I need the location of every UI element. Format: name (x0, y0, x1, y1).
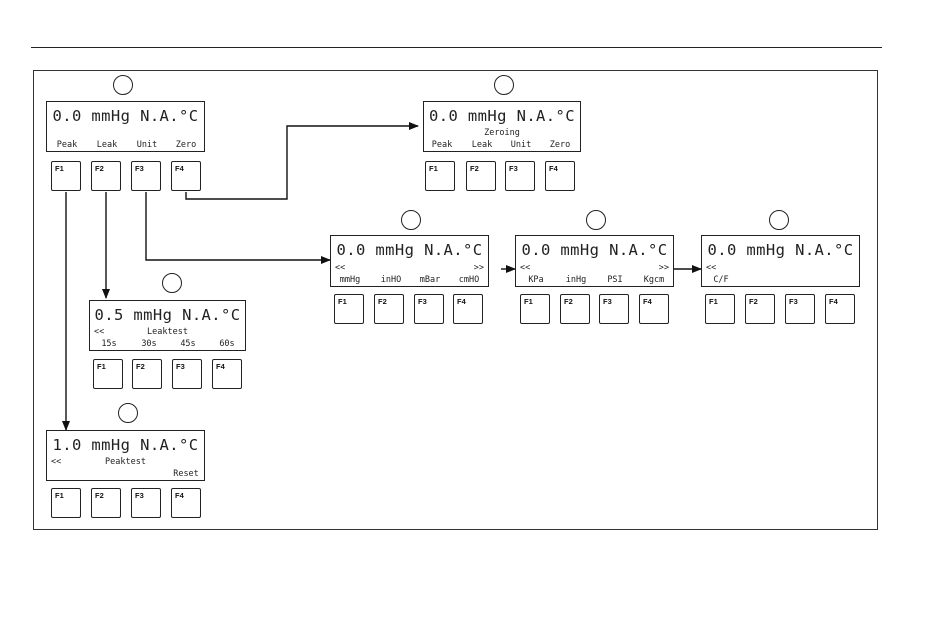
next-page-indicator: >> (473, 263, 484, 273)
step-marker (769, 210, 789, 230)
f1-key[interactable]: F1 (51, 488, 81, 518)
f3-key[interactable]: F3 (414, 294, 444, 324)
pressure-reading: 0.0 mmHg N.A.°C (521, 241, 668, 259)
status-text: Zeroing (484, 128, 520, 138)
softkey-label-f2: inHg (565, 275, 587, 285)
softkey-label-f3: Unit (510, 140, 532, 150)
softkey-label-f4: Zero (549, 140, 571, 150)
f1-key[interactable]: F1 (425, 161, 455, 191)
prev-page-indicator: << (520, 263, 531, 273)
status-text: Leaktest (147, 327, 188, 337)
pressure-reading: 0.0 mmHg N.A.°C (707, 241, 854, 259)
step-marker (118, 403, 138, 423)
softkey-label-f4: Zero (175, 140, 197, 150)
f4-key[interactable]: F4 (212, 359, 242, 389)
prev-page-indicator: << (51, 457, 62, 467)
f2-key[interactable]: F2 (374, 294, 404, 324)
f2-key[interactable]: F2 (745, 294, 775, 324)
f4-key[interactable]: F4 (171, 161, 201, 191)
f4-key[interactable]: F4 (545, 161, 575, 191)
softkey-label-f1: KPa (528, 275, 544, 285)
softkey-label-f4: 60s (219, 339, 235, 349)
step-marker (162, 273, 182, 293)
step-marker (401, 210, 421, 230)
prev-page-indicator: << (94, 327, 105, 337)
f2-key[interactable]: F2 (132, 359, 162, 389)
f3-key[interactable]: F3 (172, 359, 202, 389)
softkey-label-f2: inHO (380, 275, 402, 285)
pressure-reading: 0.0 mmHg N.A.°C (429, 107, 575, 125)
prev-page-indicator: << (706, 263, 717, 273)
softkey-label-f1: 15s (101, 339, 117, 349)
lcd-screen-peaktest: 1.0 mmHg N.A.°C << Peaktest Reset (46, 430, 205, 481)
softkey-label-f4: Reset (173, 469, 199, 479)
softkey-label-f3: PSI (607, 275, 623, 285)
step-marker (586, 210, 606, 230)
softkey-label-f3: mBar (419, 275, 441, 285)
pressure-reading: 0.0 mmHg N.A.°C (52, 107, 199, 125)
f1-key[interactable]: F1 (705, 294, 735, 324)
f1-key[interactable]: F1 (334, 294, 364, 324)
f3-key[interactable]: F3 (131, 488, 161, 518)
softkey-label-f2: 30s (141, 339, 157, 349)
f2-key[interactable]: F2 (91, 161, 121, 191)
softkey-label-f2: Leak (96, 140, 118, 150)
step-marker (494, 75, 514, 95)
f3-key[interactable]: F3 (599, 294, 629, 324)
f4-key[interactable]: F4 (453, 294, 483, 324)
step-marker (113, 75, 133, 95)
lcd-screen-zeroing: 0.0 mmHg N.A.°C Zeroing Peak Leak Unit Z… (423, 101, 581, 152)
lcd-screen-units2: 0.0 mmHg N.A.°C << >> KPa inHg PSI Kgcm (515, 235, 674, 287)
f4-key[interactable]: F4 (639, 294, 669, 324)
softkey-label-f1: Peak (431, 140, 453, 150)
pressure-reading: 0.0 mmHg N.A.°C (336, 241, 483, 259)
f3-key[interactable]: F3 (785, 294, 815, 324)
f4-key[interactable]: F4 (171, 488, 201, 518)
pressure-reading: 1.0 mmHg N.A.°C (52, 436, 199, 454)
softkey-label-f4: Kgcm (643, 275, 665, 285)
arrow-unit-to-units1 (145, 192, 331, 264)
f1-key[interactable]: F1 (93, 359, 123, 389)
next-page-indicator: >> (658, 263, 669, 273)
softkey-label-f3: Unit (136, 140, 158, 150)
f2-key[interactable]: F2 (560, 294, 590, 324)
softkey-label-f1: Peak (56, 140, 78, 150)
prev-page-indicator: << (335, 263, 346, 273)
header-rule (31, 47, 882, 48)
f1-key[interactable]: F1 (51, 161, 81, 191)
f4-key[interactable]: F4 (825, 294, 855, 324)
f2-key[interactable]: F2 (91, 488, 121, 518)
softkey-label-f1: C/F (713, 275, 729, 285)
f2-key[interactable]: F2 (466, 161, 496, 191)
lcd-screen-main: 0.0 mmHg N.A.°C Peak Leak Unit Zero (46, 101, 205, 152)
softkey-label-f2: Leak (471, 140, 493, 150)
pressure-reading: 0.5 mmHg N.A.°C (94, 306, 241, 324)
lcd-screen-leaktest: 0.5 mmHg N.A.°C << Leaktest 15s 30s 45s … (89, 300, 246, 351)
f1-key[interactable]: F1 (520, 294, 550, 324)
diagram-frame (33, 70, 878, 530)
softkey-label-f4: cmHO (458, 275, 480, 285)
arrow-zero-to-zeroing (185, 122, 419, 200)
softkey-label-f1: mmHg (339, 275, 361, 285)
softkey-label-f3: 45s (180, 339, 196, 349)
lcd-screen-units3: 0.0 mmHg N.A.°C << C/F (701, 235, 860, 287)
status-text: Peaktest (105, 457, 146, 467)
f3-key[interactable]: F3 (131, 161, 161, 191)
f3-key[interactable]: F3 (505, 161, 535, 191)
lcd-screen-units1: 0.0 mmHg N.A.°C << >> mmHg inHO mBar cmH… (330, 235, 489, 287)
